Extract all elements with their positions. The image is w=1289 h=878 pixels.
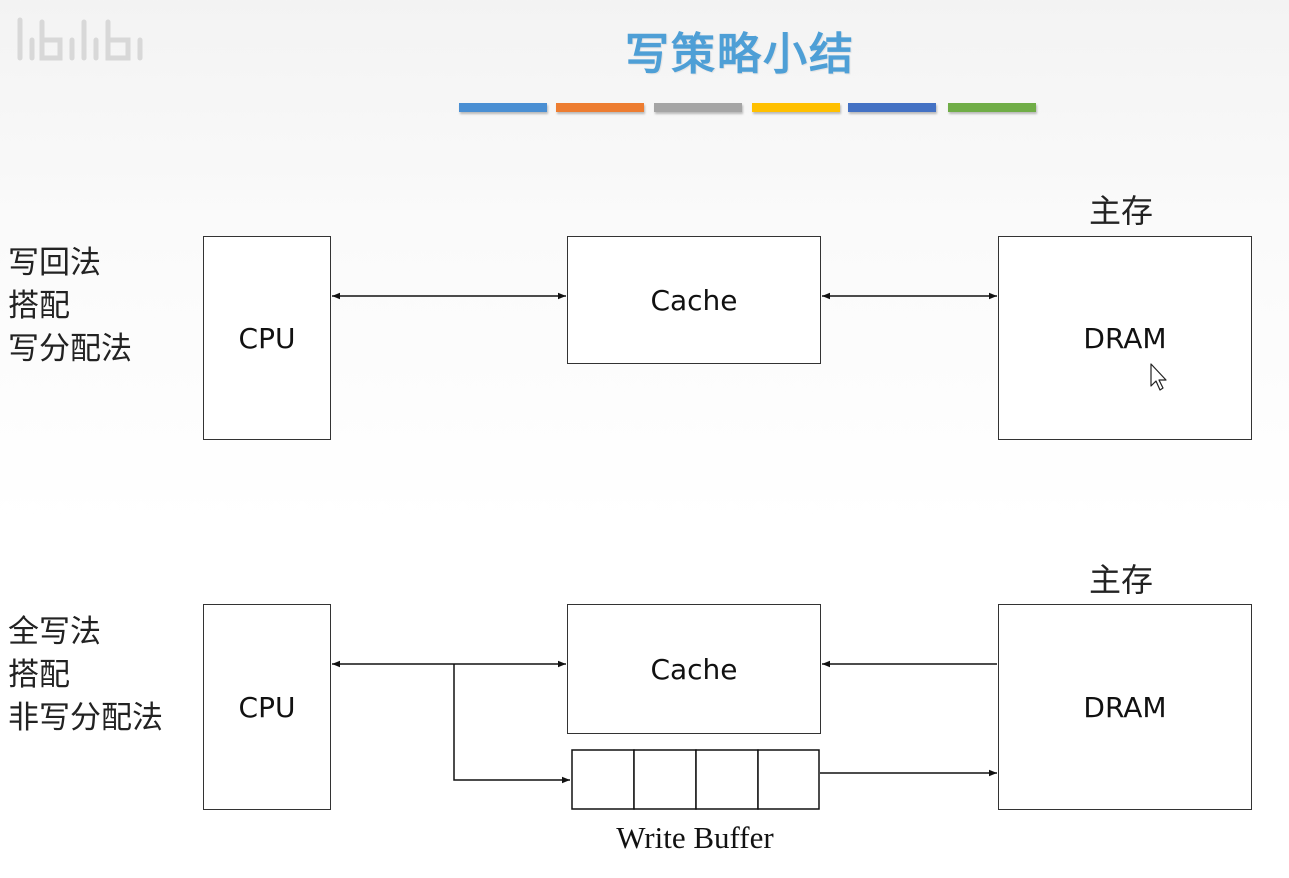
accent-bar-4	[752, 103, 840, 112]
top-cache-box: Cache	[567, 236, 821, 364]
write-buffer-cell-4	[757, 749, 820, 810]
top-dram-box: DRAM	[998, 236, 1252, 440]
write-buffer-cell-3	[695, 749, 759, 810]
bottom-cache-box: Cache	[567, 604, 821, 734]
bottom-dram-box: DRAM	[998, 604, 1252, 810]
top-strategy-line-1: 写回法	[8, 245, 101, 281]
bottom-strategy-label: 全写法 搭配 非写分配法	[8, 611, 163, 740]
bottom-strategy-line-2: 搭配	[8, 657, 70, 693]
accent-bar-5	[848, 103, 936, 112]
top-strategy-label: 写回法 搭配 写分配法	[8, 242, 132, 371]
bottom-cpu-box: CPU	[203, 604, 331, 810]
bottom-memory-heading: 主存	[1089, 561, 1154, 599]
write-buffer-cell-1	[571, 749, 635, 810]
top-cpu-box: CPU	[203, 236, 331, 440]
accent-bar-6	[948, 103, 1036, 112]
bottom-strategy-line-1: 全写法	[8, 614, 101, 650]
write-buffer	[571, 749, 820, 810]
bilibili-logo-icon	[17, 17, 143, 61]
page-title: 写策略小结	[625, 29, 855, 80]
top-strategy-line-2: 搭配	[8, 288, 70, 324]
cpu-to-write-buffer-arrow	[453, 664, 570, 784]
top-strategy-line-3: 写分配法	[8, 331, 132, 367]
mouse-pointer-icon	[1150, 363, 1167, 391]
accent-bar-2	[556, 103, 644, 112]
accent-bar-1	[459, 103, 547, 112]
write-buffer-cell-2	[633, 749, 697, 810]
bottom-strategy-line-3: 非写分配法	[8, 700, 163, 736]
write-buffer-label: Write Buffer	[616, 820, 774, 855]
top-memory-heading: 主存	[1089, 192, 1154, 230]
accent-bar-3	[654, 103, 742, 112]
